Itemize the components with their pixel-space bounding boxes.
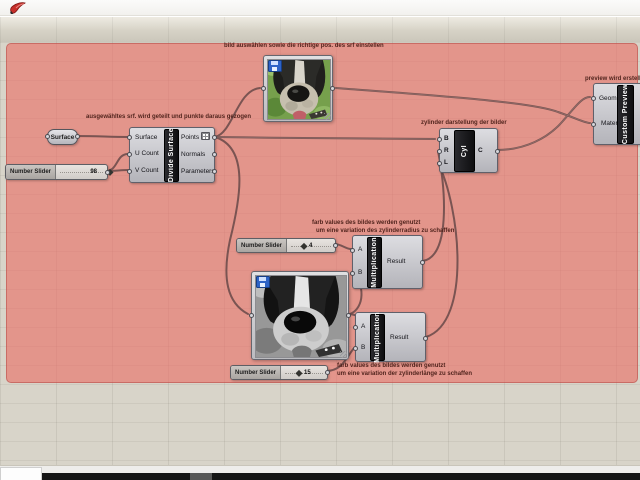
multiplication-length-name: Multiplication [374,312,381,363]
divide-ucount-port-in[interactable] [127,152,132,157]
divide-normals-port-out[interactable] [212,152,217,157]
cylinder-name-bar[interactable]: Cyl [454,130,475,172]
surface-param-label: Surface [50,133,75,141]
save-image-icon[interactable] [268,60,282,72]
note-cylinder: zylinder darstellung der bilder [421,120,507,126]
image-color-port-in[interactable] [261,86,266,91]
cyl-input-l: L [444,159,448,166]
note-preview: preview wird erstellt [585,76,640,82]
surface-param-input-port[interactable] [45,134,50,139]
divide-surface-port-in[interactable] [127,135,132,140]
status-bar [0,465,640,474]
grasshopper-pencil-icon[interactable] [8,1,36,15]
number-slider-uv[interactable]: Number Slider 98 [5,164,114,180]
custom-preview-name: Custom Preview [622,84,629,145]
divide-output-parameters: Parameters [181,168,215,175]
image-sampler-gray[interactable] [249,271,351,360]
cylinder-name: Cyl [461,144,468,158]
bottom-window-bar [0,473,640,480]
mult2-result-port-out[interactable] [423,336,428,341]
number-slider-radius[interactable]: Number Slider 4 [236,238,338,253]
mult2-input-b: B [361,344,366,351]
mult1-b-port-in[interactable] [350,271,355,276]
multiplication-radius-component[interactable]: A B Multiplication Result [350,235,425,289]
mult2-input-a: A [361,323,366,330]
mult1-a-port-in[interactable] [350,248,355,253]
save-image-icon[interactable] [256,276,270,288]
preview-material-port-in[interactable] [591,122,596,127]
image-gray-port-in[interactable] [249,313,254,318]
dog-photo-gray [255,275,347,358]
divide-surface-component[interactable]: Surface U Count V Count Divide Surface P… [127,127,217,183]
number-slider-radius-output-port[interactable] [333,243,338,248]
multiplication-length-name-bar[interactable]: Multiplication [370,312,385,363]
number-slider-length[interactable]: Number Slider 15 [230,365,330,380]
surface-param-output-port[interactable] [75,134,80,139]
note-radius-2: um eine variation des zylinderradius zu … [316,228,455,234]
resize-grip-icon[interactable] [324,113,331,120]
custom-preview-name-bar[interactable]: Custom Preview [617,84,634,145]
number-slider-radius-value: 4 [309,242,313,249]
number-slider-length-output-port[interactable] [325,370,330,375]
note-divide: ausgewähltes srf. wird geteilt und punkt… [86,114,252,120]
multiplication-radius-name-bar[interactable]: Multiplication [367,237,382,288]
number-slider-length-value: 15 [304,369,311,376]
cyl-c-port-out[interactable] [495,149,500,154]
bottom-bar-segment [190,473,212,480]
bottom-left-panel [0,467,42,480]
cyl-r-port-in[interactable] [437,149,442,154]
mult1-output-result: Result [387,258,406,265]
cyl-input-b: B [444,135,449,142]
toolbar [0,16,640,43]
note-length-1: farb values des bildes werden genutzt [337,363,446,369]
mult1-input-a: A [358,246,363,253]
multiplication-radius-name: Multiplication [371,237,378,288]
mult1-input-b: B [358,269,363,276]
number-slider-length-track[interactable]: 15 [281,366,327,379]
cyl-input-r: R [444,147,449,154]
cylinder-component[interactable]: B R L Cyl C [437,128,500,173]
mult1-result-port-out[interactable] [420,260,425,265]
number-slider-uv-output-port[interactable] [105,170,110,175]
divide-parameters-port-out[interactable] [212,169,217,174]
divide-points-port-out[interactable] [212,135,217,140]
number-slider-radius-grip[interactable] [300,242,308,249]
preview-input-geometry: Geometry [599,95,628,102]
number-slider-radius-track[interactable]: 4 [287,239,335,252]
custom-preview-component[interactable]: Geometry Material Custom Preview [591,83,640,145]
number-slider-length-label: Number Slider [231,366,282,379]
note-radius-1: farb values des bildes werden genutzt [312,220,421,226]
note-image-select: bild auswählen sowie die richtige pos. d… [224,43,384,49]
divide-output-points: Points [181,134,200,141]
divide-input-ucount: U Count [135,150,159,157]
cyl-output-c: C [478,147,483,154]
points-data-icon[interactable] [201,132,210,140]
mult2-output-result: Result [390,334,409,341]
image-color-port-out[interactable] [330,86,335,91]
image-sampler-color[interactable] [261,55,335,122]
surface-param[interactable]: Surface [45,129,80,145]
divide-output-normals: Normals [181,151,206,158]
cyl-b-port-in[interactable] [437,137,442,142]
number-slider-uv-value: 98 [90,169,97,175]
divide-input-vcount: V Count [135,167,159,174]
preview-geometry-port-in[interactable] [591,96,596,101]
cyl-l-port-in[interactable] [437,161,442,166]
number-slider-uv-track[interactable]: 98 [56,165,114,179]
image-gray-port-out[interactable] [346,313,351,318]
resize-grip-icon[interactable] [340,351,347,358]
divide-surface-name: Divide Surface [168,128,175,183]
mult2-b-port-in[interactable] [353,346,358,351]
number-slider-radius-label: Number Slider [237,239,288,252]
number-slider-uv-label: Number Slider [6,165,57,179]
menu-bar [0,0,640,16]
divide-surface-name-bar[interactable]: Divide Surface [164,128,179,183]
divide-input-surface: Surface [135,134,158,141]
multiplication-length-component[interactable]: A B Multiplication Result [353,312,428,363]
divide-vcount-port-in[interactable] [127,169,132,174]
mult2-a-port-in[interactable] [353,325,358,330]
preview-input-material: Material [601,120,625,127]
note-length-2: um eine variation der zylinderlänge zu s… [337,371,473,377]
number-slider-length-grip[interactable] [295,369,303,376]
